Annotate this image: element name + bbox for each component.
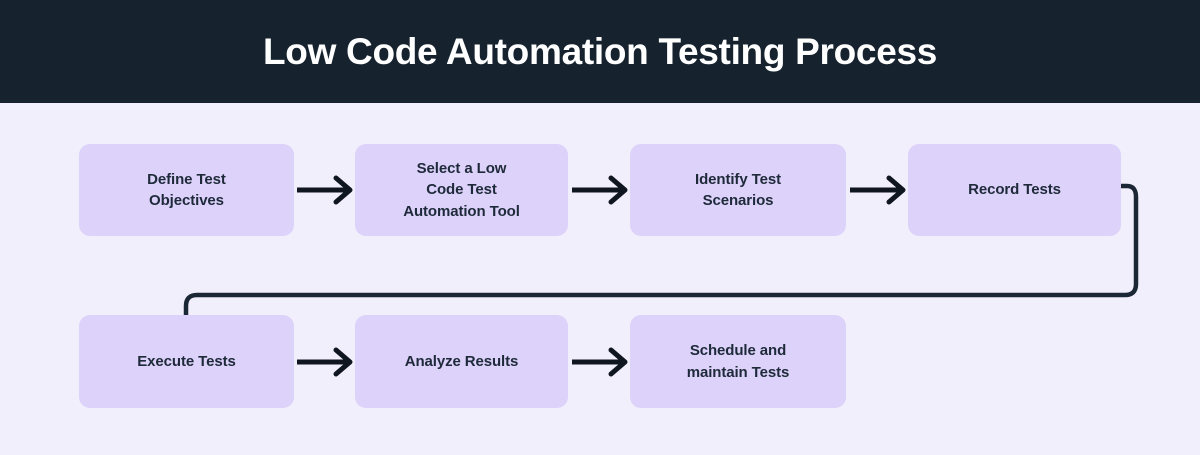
flow-node-identify-test-scenarios[interactable]: Identify Test Scenarios	[630, 144, 846, 236]
flow-node-record-tests[interactable]: Record Tests	[908, 144, 1121, 236]
flow-node-analyze-results[interactable]: Analyze Results	[355, 315, 568, 408]
connector-step-3-to-step-4	[850, 175, 906, 205]
flow-node-label: Schedule and maintain Tests	[686, 342, 790, 381]
flow-node-schedule-and-maintain-tests[interactable]: Schedule and maintain Tests	[630, 315, 846, 408]
flow-node-label: Define Test Objectives	[147, 170, 226, 209]
flow-node-label: Identify Test Scenarios	[695, 170, 781, 209]
flow-node-label: Execute Tests	[137, 352, 236, 370]
connector-step-1-to-step-2	[297, 175, 353, 205]
flow-node-execute-tests[interactable]: Execute Tests	[79, 315, 294, 408]
page-title: Low Code Automation Testing Process	[262, 31, 938, 72]
flow-node-label: Analyze Results	[404, 352, 519, 370]
flow-node-label: Select a Low Code Test Automation Tool	[403, 160, 520, 220]
connector-step-6-to-step-7	[572, 347, 628, 377]
connector-step-5-to-step-6	[297, 347, 353, 377]
connector-step-2-to-step-3	[572, 175, 628, 205]
flow-node-label: Record Tests	[968, 181, 1061, 199]
flow-canvas: Define Test Objectives Select a Low Code…	[0, 103, 1200, 455]
flow-node-select-a-low-code-test-automation-tool[interactable]: Select a Low Code Test Automation Tool	[355, 144, 568, 236]
header-bar: Low Code Automation Testing Process	[0, 0, 1200, 103]
flow-node-define-test-objectives[interactable]: Define Test Objectives	[79, 144, 294, 236]
